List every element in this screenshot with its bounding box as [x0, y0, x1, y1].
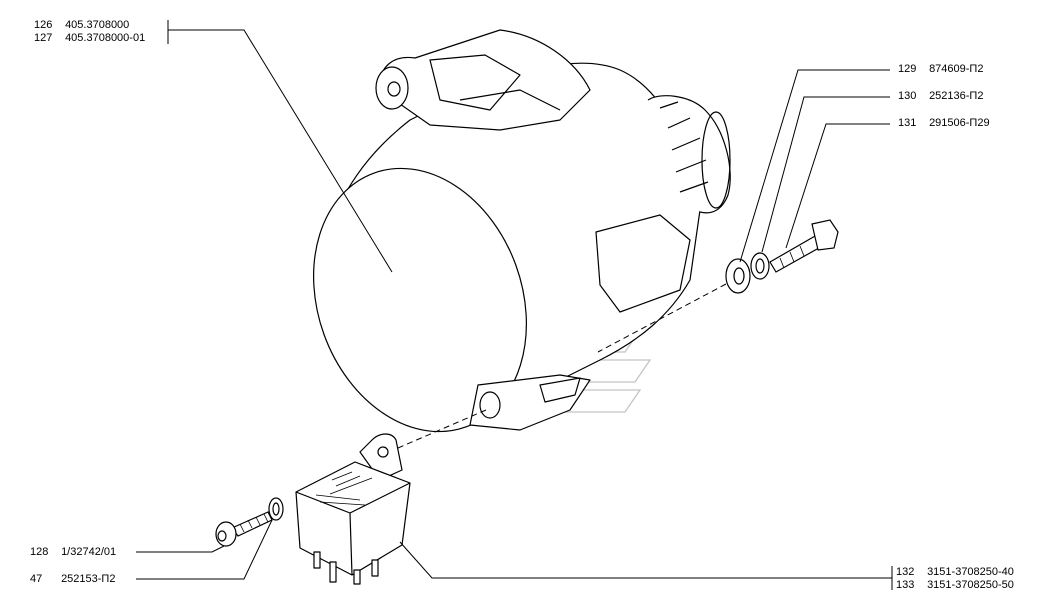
callout-number: 129 [898, 63, 917, 75]
flat-washer [725, 258, 751, 294]
callout-number: 128 [30, 546, 49, 558]
callout-part-number: 3151-3708250-40 [927, 566, 1014, 578]
callout-number: 127 [34, 32, 53, 44]
callout-128: 128 1/32742/01 [30, 546, 116, 559]
callout-number: 131 [898, 117, 917, 129]
callout-130: 130 252136-П2 [898, 90, 983, 103]
spring-washer [750, 252, 770, 280]
callout-part-number: 1/32742/01 [61, 546, 117, 558]
bolt [769, 219, 839, 273]
callout-part-number: 405.3708000 [65, 19, 130, 31]
callout-131: 131 291506-П29 [898, 117, 990, 130]
alternator [313, 29, 731, 433]
relay [295, 433, 411, 585]
callout-part-number: 252136-П2 [929, 90, 984, 102]
assembly-axes [397, 283, 727, 449]
leader-lines [136, 20, 893, 590]
callout-part-number: 3151-3708250-50 [927, 579, 1014, 591]
callout-132: 132 3151-3708250-40 [896, 566, 1014, 579]
callout-number: 47 [30, 573, 43, 585]
callout-47: 47 252153-П2 [30, 573, 115, 586]
callout-part-number: 291506-П29 [929, 117, 990, 129]
relay-screw [215, 511, 273, 547]
callout-127: 127 405.3708000-01 [34, 32, 145, 45]
callout-number: 130 [898, 90, 917, 102]
relay-washer [268, 497, 284, 521]
callout-number: 133 [896, 579, 915, 591]
callout-number: 126 [34, 19, 53, 31]
callout-part-number: 874609-П2 [929, 63, 984, 75]
callout-part-number: 252153-П2 [61, 573, 116, 585]
callout-part-number: 405.3708000-01 [65, 32, 146, 44]
callout-133: 133 3151-3708250-50 [896, 579, 1014, 592]
callout-129: 129 874609-П2 [898, 63, 983, 76]
callout-126: 126 405.3708000 [34, 19, 129, 32]
callout-number: 132 [896, 566, 915, 578]
